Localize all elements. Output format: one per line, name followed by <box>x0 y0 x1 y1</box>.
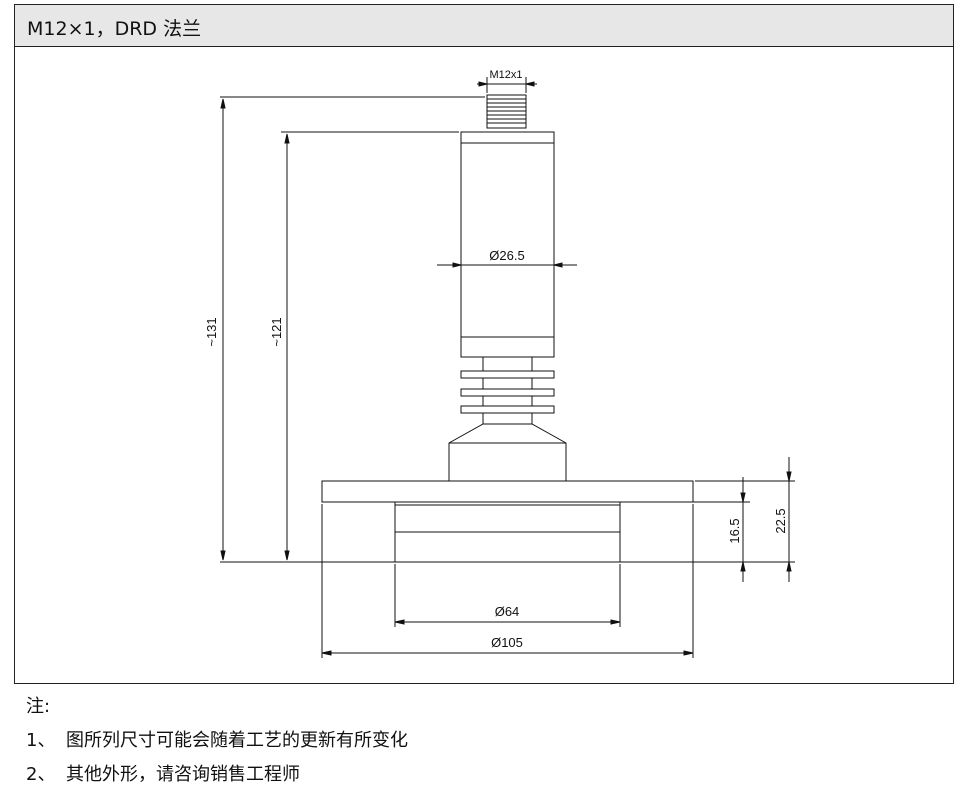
drawing-panel: M12×1，DRD 法兰 <box>14 4 954 684</box>
note-number: 1、 <box>26 730 56 751</box>
note-item: 2、其他外形，请咨询销售工程师 <box>26 758 408 792</box>
cooling-fin <box>460 388 555 397</box>
total-height-label: ~131 <box>204 317 219 346</box>
cooling-fin <box>460 370 555 379</box>
flange-diameter-label: Ø105 <box>491 635 523 650</box>
flange-plate <box>321 480 694 503</box>
flange-height-label: 22.5 <box>773 508 788 533</box>
cooling-fin <box>460 405 555 414</box>
notes-heading: 注: <box>26 696 51 717</box>
sensor-body <box>460 131 555 358</box>
note-number: 2、 <box>26 764 56 785</box>
adapter-cone <box>448 423 567 482</box>
body-height-label: ~121 <box>269 317 284 346</box>
connector-thread <box>486 94 527 129</box>
panel-title: M12×1，DRD 法兰 <box>27 18 202 40</box>
notes-section: 注: 1、图所列尺寸可能会随着工艺的更新有所变化 2、其他外形，请咨询销售工程师 <box>26 690 408 792</box>
inner-diameter-label: Ø64 <box>495 604 520 619</box>
note-text: 其他外形，请咨询销售工程师 <box>66 764 300 785</box>
panel-header: M12×1，DRD 法兰 <box>15 5 953 47</box>
body-diameter-label: Ø26.5 <box>489 248 524 263</box>
note-text: 图所列尺寸可能会随着工艺的更新有所变化 <box>66 730 408 751</box>
inner-height-label: 16.5 <box>727 518 742 543</box>
note-item: 1、图所列尺寸可能会随着工艺的更新有所变化 <box>26 724 408 758</box>
technical-drawing: M12x1 Ø26.5 ~131 ~121 16.5 22.5 Ø64 Ø105 <box>204 69 795 658</box>
thread-label: M12x1 <box>489 69 522 81</box>
